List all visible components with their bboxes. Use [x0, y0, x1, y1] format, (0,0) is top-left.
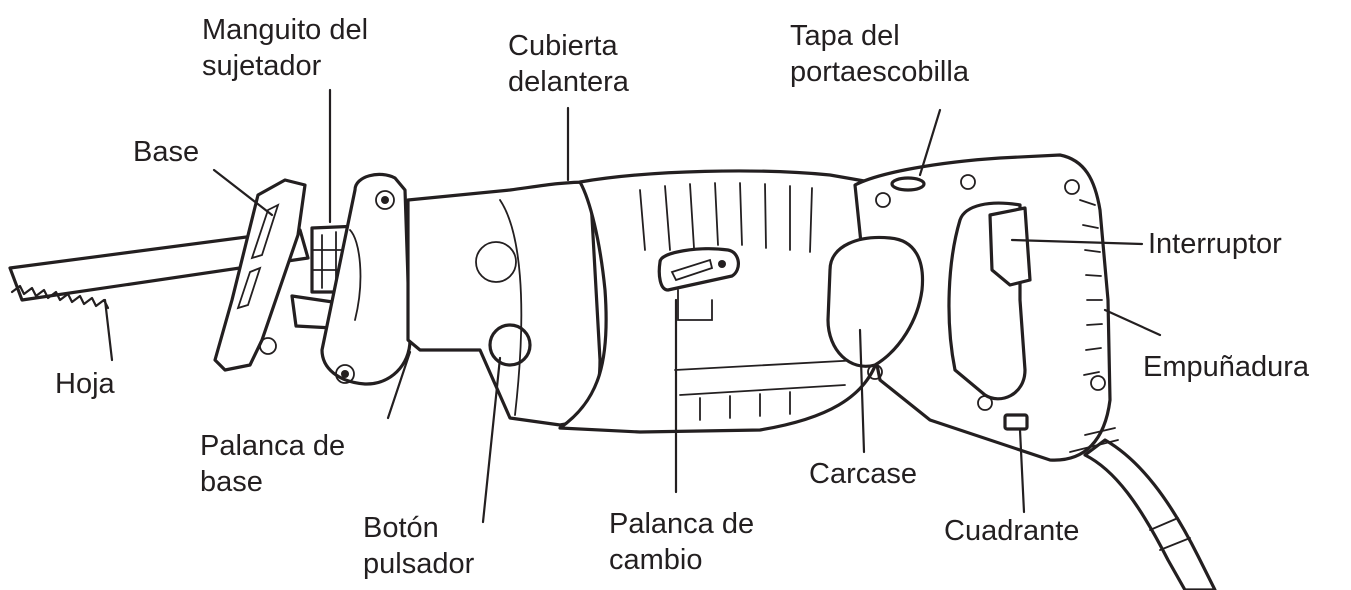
housing-cover	[826, 235, 925, 368]
leader-lines	[103, 106, 1162, 524]
label-cubierta-delantera: Cubierta delantera	[508, 30, 629, 98]
label-tapa-del-portaescobilla: Tapa del portaescobilla	[790, 20, 969, 88]
change-lever	[657, 247, 740, 321]
blade	[8, 228, 310, 310]
label-palanca-de-cambio: Palanca de cambio	[609, 508, 755, 576]
dial	[1003, 413, 1029, 431]
label-hoja: Hoja	[55, 368, 115, 400]
label-manguito-del-sujetador: Manguito del sujetador	[202, 14, 369, 82]
label-cuadrante: Cuadrante	[944, 515, 1080, 547]
label-palanca-de-base: Palanca de base	[200, 430, 346, 498]
brush-cap	[890, 176, 926, 192]
shoe-base	[213, 178, 307, 372]
front-flange	[320, 172, 412, 386]
switch-trigger	[988, 206, 1032, 287]
label-empunadura: Empuñadura	[1143, 351, 1310, 383]
gear-housing	[406, 180, 602, 427]
label-boton-pulsador: Botón pulsador	[363, 512, 475, 580]
label-interruptor: Interruptor	[1148, 228, 1282, 260]
label-base: Base	[133, 136, 200, 168]
label-carcase: Carcase	[809, 458, 917, 490]
power-cord	[1083, 438, 1217, 590]
handle	[853, 153, 1119, 462]
motor-housing	[558, 169, 882, 434]
